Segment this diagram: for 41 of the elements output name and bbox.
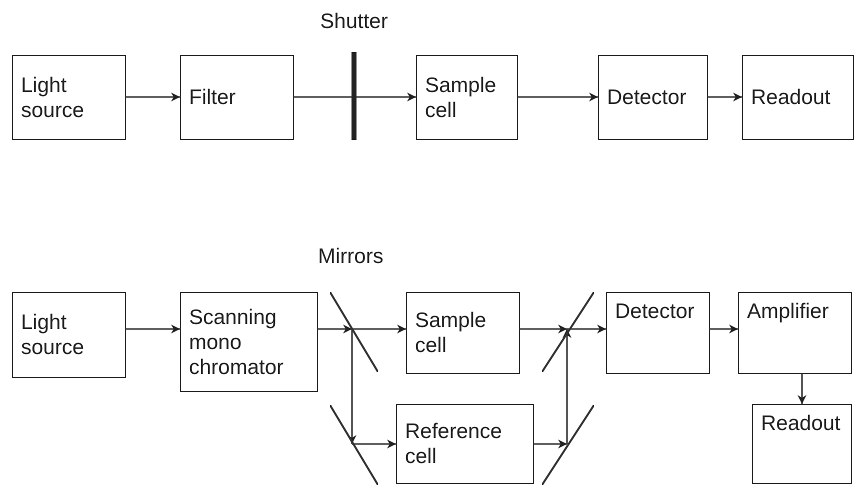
arrow (710, 324, 738, 334)
shutter-label: Shutter (320, 10, 388, 34)
arrow (798, 374, 806, 404)
process-box (12, 55, 126, 140)
process-box (12, 292, 126, 378)
box-label: Sample cell (415, 308, 488, 358)
box-label: Light source (21, 72, 86, 122)
process-box (598, 55, 708, 140)
box-label: Scanning mono chromator (189, 304, 285, 380)
box-label: Detector (607, 85, 688, 110)
process-box (606, 292, 710, 374)
process-box (752, 404, 852, 484)
arrow (352, 324, 406, 334)
arrow (354, 92, 416, 102)
process-box (742, 55, 854, 140)
arrow (708, 92, 742, 102)
process-box (180, 55, 294, 140)
process-box (406, 292, 520, 374)
process-box (738, 292, 852, 374)
box-label: Amplifier (747, 299, 830, 324)
box-label: Readout (751, 85, 832, 110)
box-label: Detector (615, 299, 696, 324)
box-label: Reference cell (405, 419, 503, 469)
arrow (348, 329, 356, 444)
mirrors-label: Mirrors (318, 245, 384, 269)
process-box (396, 404, 534, 484)
arrow (318, 324, 352, 334)
arrow (126, 92, 180, 102)
arrow (520, 324, 567, 334)
box-label: Filter (189, 85, 237, 110)
arrow (534, 440, 567, 448)
arrow (562, 329, 572, 444)
box-label: Readout (761, 411, 842, 436)
process-box (180, 292, 318, 392)
process-box (416, 55, 518, 140)
arrow (352, 440, 396, 448)
box-label: Sample cell (425, 72, 498, 122)
arrow (518, 92, 598, 102)
box-label: Light source (21, 310, 86, 360)
arrow (567, 324, 606, 334)
arrow (126, 324, 180, 334)
